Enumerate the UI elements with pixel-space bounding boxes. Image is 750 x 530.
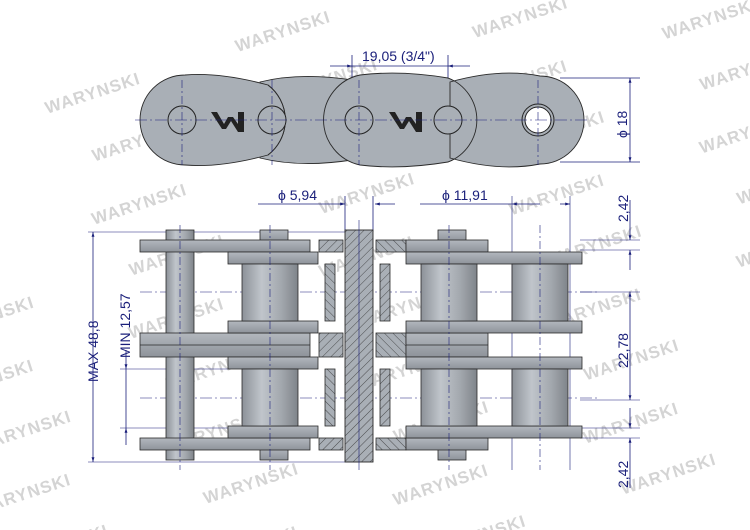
pin-diameter-label: ϕ 5,94: [278, 187, 317, 203]
svg-text:WARYNSKI: WARYNSKI: [0, 293, 37, 342]
svg-text:WARYNSKI: WARYNSKI: [470, 0, 570, 42]
max-width-label: MAX 48,8: [85, 320, 101, 382]
svg-text:WARYNSKI: WARYNSKI: [660, 0, 750, 43]
min-width-label: MIN 12,57: [117, 293, 133, 358]
svg-text:WARYNSKI: WARYNSKI: [428, 512, 528, 530]
brand-logo-icon: [211, 112, 244, 132]
svg-text:WARYNSKI: WARYNSKI: [581, 399, 681, 448]
side-view: ϕ 5,94 ϕ 11,91 MAX 48,8 MIN 12,57: [85, 187, 640, 488]
svg-text:WARYNSKI: WARYNSKI: [201, 459, 301, 508]
roller-diameter-label: ϕ 11,91: [442, 187, 488, 203]
transverse-pitch-label: 22,78: [615, 333, 631, 368]
svg-text:WARYNSKI: WARYNSKI: [618, 450, 718, 499]
svg-text:WARYNSKI: WARYNSKI: [391, 461, 491, 510]
bottom-plate-thickness-label: 2,42: [615, 461, 631, 488]
svg-text:WARYNSKI: WARYNSKI: [89, 180, 189, 229]
svg-text:WARYNSKI: WARYNSKI: [317, 169, 417, 218]
svg-text:WARYNSKI: WARYNSKI: [200, 522, 300, 530]
svg-text:WARYNSKI: WARYNSKI: [0, 470, 73, 519]
svg-text:WARYNSKI: WARYNSKI: [0, 407, 74, 456]
pitch-dimension-label: 19,05 (3/4"): [362, 48, 435, 64]
svg-text:WARYNSKI: WARYNSKI: [581, 336, 681, 385]
svg-text:WARYNSKI: WARYNSKI: [507, 171, 607, 220]
brand-logo-icon: [389, 112, 422, 132]
top-plate-thickness-label: 2,42: [615, 195, 631, 222]
svg-text:WARYNSKI: WARYNSKI: [697, 109, 750, 158]
svg-text:WARYNSKI: WARYNSKI: [233, 7, 333, 56]
svg-text:WARYNSKI: WARYNSKI: [697, 46, 750, 95]
plate-height-label: ϕ 18: [614, 110, 630, 138]
svg-text:WARYNSKI: WARYNSKI: [734, 160, 750, 209]
svg-text:WARYNSKI: WARYNSKI: [734, 223, 750, 272]
svg-text:WARYNSKI: WARYNSKI: [43, 69, 143, 118]
svg-text:WARYNSKI: WARYNSKI: [11, 521, 111, 530]
top-view: 19,05 (3/4"): [135, 48, 640, 168]
svg-text:WARYNSKI: WARYNSKI: [0, 356, 36, 405]
